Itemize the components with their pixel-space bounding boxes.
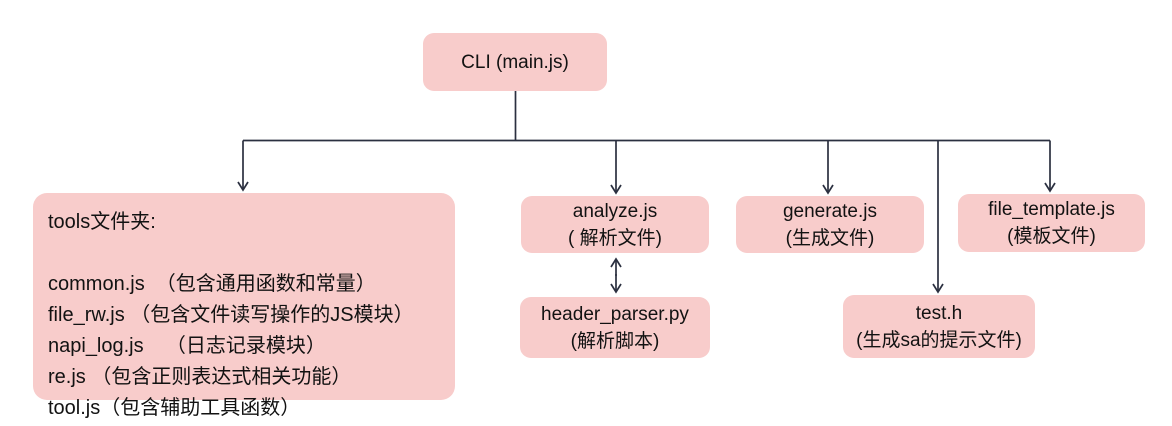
node-header-parser-subtitle: (解析脚本) [570, 330, 660, 352]
node-file-template: file_template.js (模板文件) [958, 194, 1145, 252]
node-generate-title: generate.js [782, 200, 877, 222]
node-header-parser: header_parser.py (解析脚本) [520, 297, 710, 358]
node-tools-folder: tools文件夹: common.js （包含通用函数和常量） file_rw.… [33, 193, 455, 419]
node-analyze-title: analyze.js [572, 200, 658, 222]
node-generate: generate.js (生成文件) [736, 196, 924, 253]
node-file-template-title: file_template.js [988, 199, 1115, 220]
node-test-h: test.h (生成sa的提示文件) [843, 295, 1035, 358]
tools-item-re: re.js （包含正则表达式相关功能） [48, 366, 352, 388]
tools-item-common: common.js （包含通用函数和常量） [48, 273, 376, 295]
node-cli: CLI (main.js) [423, 33, 607, 91]
node-analyze-subtitle: ( 解析文件) [568, 227, 662, 249]
node-test-h-subtitle: (生成sa的提示文件) [856, 329, 1022, 351]
node-generate-subtitle: (生成文件) [785, 227, 875, 249]
tools-folder-title: tools文件夹: [48, 211, 156, 233]
node-header-parser-title: header_parser.py [541, 303, 689, 325]
node-cli-label: CLI (main.js) [461, 51, 569, 73]
tools-item-napi-log: napi_log.js （日志记录模块） [48, 335, 326, 357]
node-file-template-subtitle: (模板文件) [1007, 226, 1096, 247]
node-analyze: analyze.js ( 解析文件) [521, 196, 709, 253]
tools-item-file-rw: file_rw.js （包含文件读写操作的JS模块） [48, 304, 414, 326]
node-test-h-title: test.h [915, 302, 963, 324]
tools-item-tool: tool.js（包含辅助工具函数） [48, 397, 301, 419]
